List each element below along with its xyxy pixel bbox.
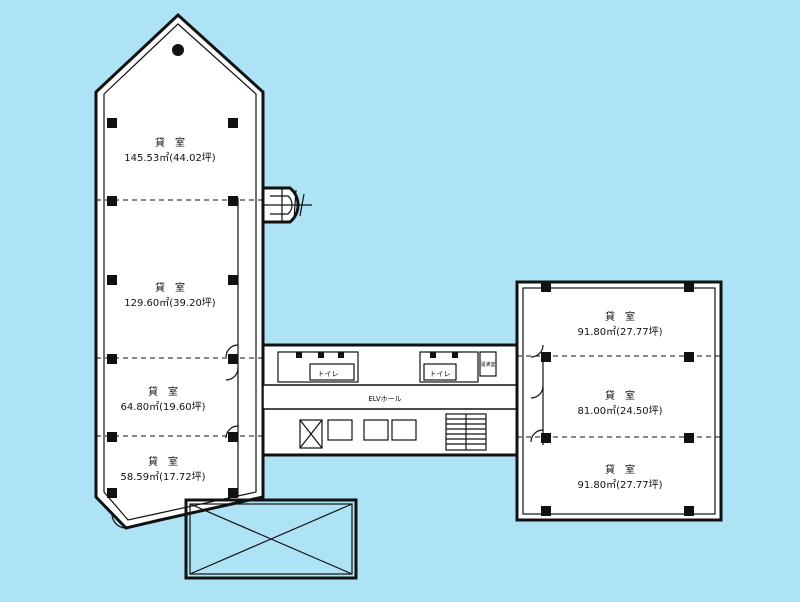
room-3-area: 64.80㎡(19.60坪) [120, 400, 205, 413]
room-2-area: 129.60㎡(39.20坪) [124, 296, 216, 309]
roof-void [184, 498, 358, 580]
toilet-right-label: トイレ [430, 370, 451, 378]
room-4-area: 58.59㎡(17.72坪) [120, 470, 205, 483]
room-1-area: 145.53㎡(44.02坪) [124, 151, 216, 164]
elv-hall-label: ELVホール [368, 395, 401, 403]
door-left-4 [111, 513, 127, 529]
room-7-name: 貸 室 [605, 463, 635, 476]
door-left-3 [225, 425, 239, 439]
left-wing [94, 12, 265, 530]
room-3-name: 貸 室 [148, 385, 178, 398]
spiral-staircase [261, 186, 312, 224]
room-6-area: 81.00㎡(24.50坪) [577, 404, 662, 417]
storage-label: 湯沸室 [480, 361, 495, 368]
room-6-name: 貸 室 [605, 389, 635, 402]
door-left-2 [225, 367, 239, 381]
room-5-name: 貸 室 [605, 310, 635, 323]
toilet-left-label: トイレ [318, 370, 339, 378]
room-1-name: 貸 室 [155, 136, 185, 149]
room-7-area: 91.80㎡(27.77坪) [577, 478, 662, 491]
core [261, 343, 519, 457]
room-2-name: 貸 室 [155, 281, 185, 294]
right-wing [515, 280, 723, 522]
door-left-1 [225, 344, 239, 358]
room-5-area: 91.80㎡(27.77坪) [577, 325, 662, 338]
room-4-name: 貸 室 [148, 455, 178, 468]
